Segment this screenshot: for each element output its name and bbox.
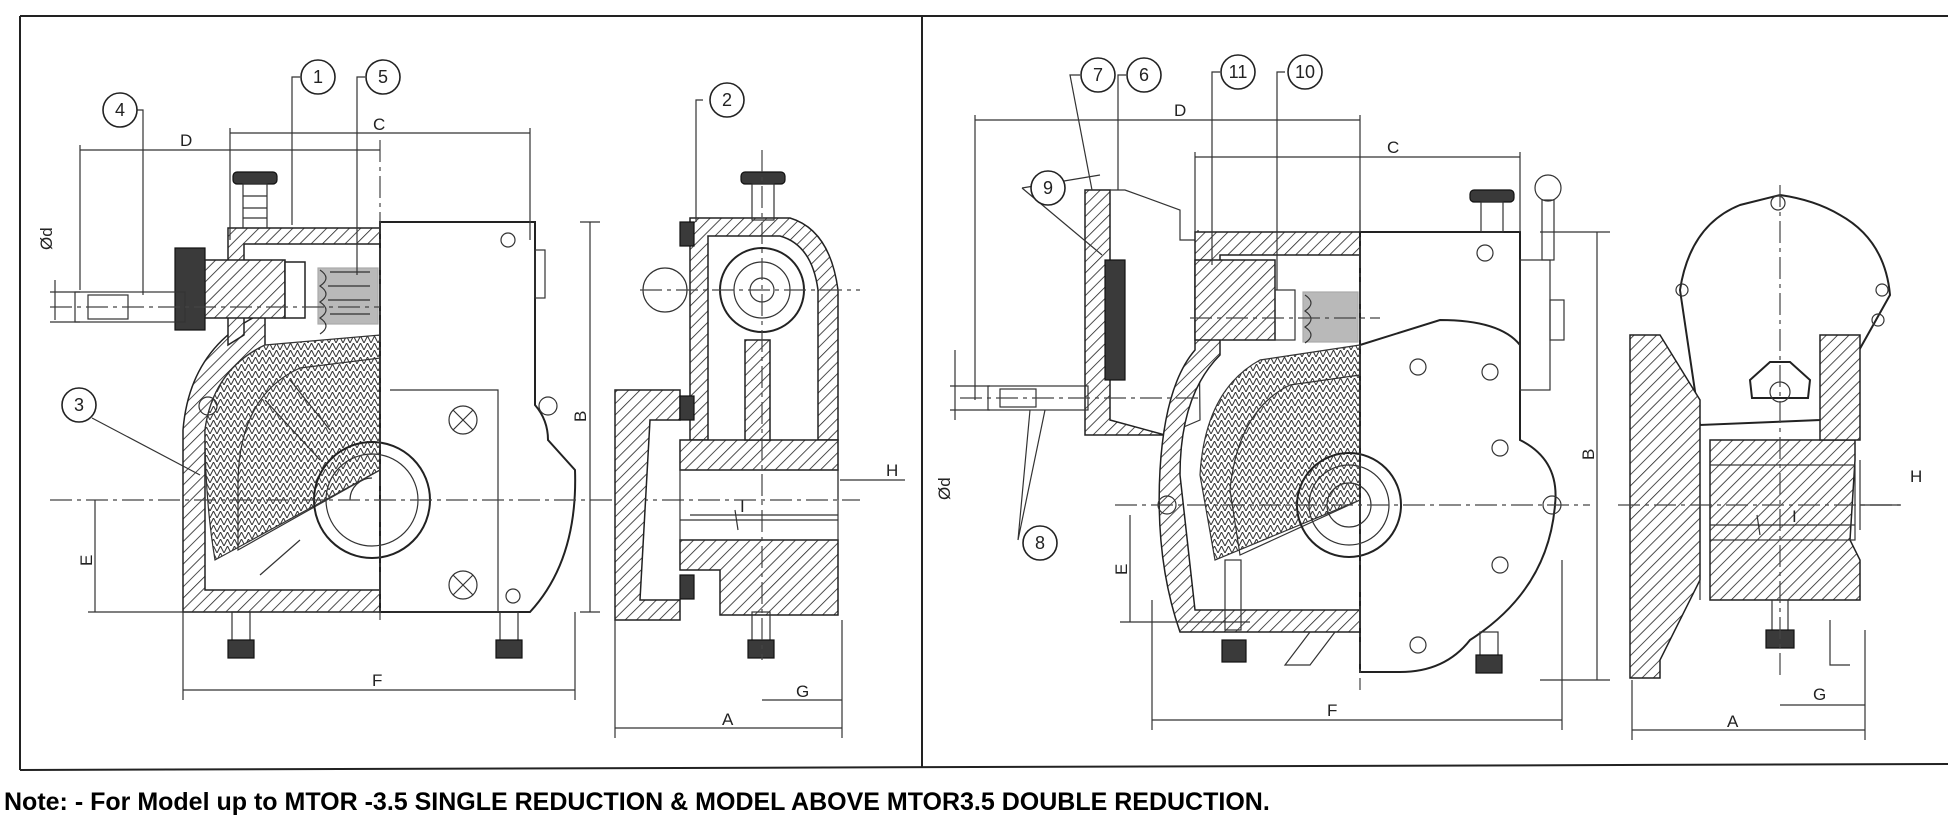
dim-G-left: G (796, 682, 809, 701)
dim-B-right: B (1579, 449, 1598, 460)
dim-C-left: C (373, 115, 385, 134)
left-side-elevation (50, 140, 860, 659)
svg-text:2: 2 (722, 90, 732, 110)
balloon-1: 1 (300, 59, 336, 95)
drawing-frame (19, 15, 1949, 771)
left-dimensions: C D B E F A G H Ød I (37, 115, 905, 738)
svg-text:1: 1 (313, 67, 323, 87)
right-dimensions: D C B Ød E F A G H I (935, 101, 1922, 740)
dim-B-left: B (571, 411, 590, 422)
dim-E-right: E (1112, 564, 1131, 575)
dim-A-left: A (722, 710, 734, 729)
dim-F-right: F (1327, 701, 1337, 720)
balloon-4: 4 (102, 92, 138, 128)
dim-E-left: E (77, 555, 96, 566)
dim-F-left: F (372, 671, 382, 690)
svg-text:8: 8 (1035, 533, 1045, 553)
note-text: Note: - For Model up to MTOR -3.5 SINGLE… (4, 788, 1270, 816)
right-side-elevation (960, 174, 1590, 690)
balloon-7: 7 (1080, 57, 1116, 93)
balloon-10: 10 (1287, 54, 1323, 90)
svg-text:9: 9 (1043, 178, 1053, 198)
right-end-view (1618, 185, 1905, 680)
dim-H-left: H (886, 461, 898, 480)
balloon-2: 2 (709, 82, 745, 118)
balloon-8: 8 (1022, 525, 1058, 561)
dim-C-right: C (1387, 138, 1399, 157)
svg-text:11: 11 (1229, 62, 1248, 82)
dim-G-right: G (1813, 685, 1826, 704)
dim-d-left: Ød (37, 227, 56, 250)
dim-A-right: A (1727, 712, 1739, 731)
svg-text:10: 10 (1295, 62, 1315, 82)
svg-text:4: 4 (115, 100, 125, 120)
dim-D-right: D (1174, 101, 1186, 120)
svg-text:3: 3 (74, 395, 84, 415)
dim-d-right: Ød (935, 477, 954, 500)
balloon-6: 6 (1126, 57, 1162, 93)
dim-H-right: H (1910, 467, 1922, 486)
balloon-5: 5 (365, 59, 401, 95)
balloon-9: 9 (1030, 170, 1066, 206)
svg-text:7: 7 (1093, 65, 1103, 85)
balloon-3: 3 (61, 387, 97, 423)
svg-text:5: 5 (378, 67, 388, 87)
dim-I-left: I (740, 497, 745, 516)
left-balloons: 4 1 5 2 3 (61, 59, 745, 476)
dim-I-right: I (1792, 507, 1797, 526)
balloon-11: 11 (1220, 54, 1256, 90)
left-end-view (614, 150, 860, 660)
svg-text:6: 6 (1139, 65, 1149, 85)
right-balloons: 7 6 11 10 9 8 (1017, 54, 1323, 561)
dim-D-left: D (180, 131, 192, 150)
